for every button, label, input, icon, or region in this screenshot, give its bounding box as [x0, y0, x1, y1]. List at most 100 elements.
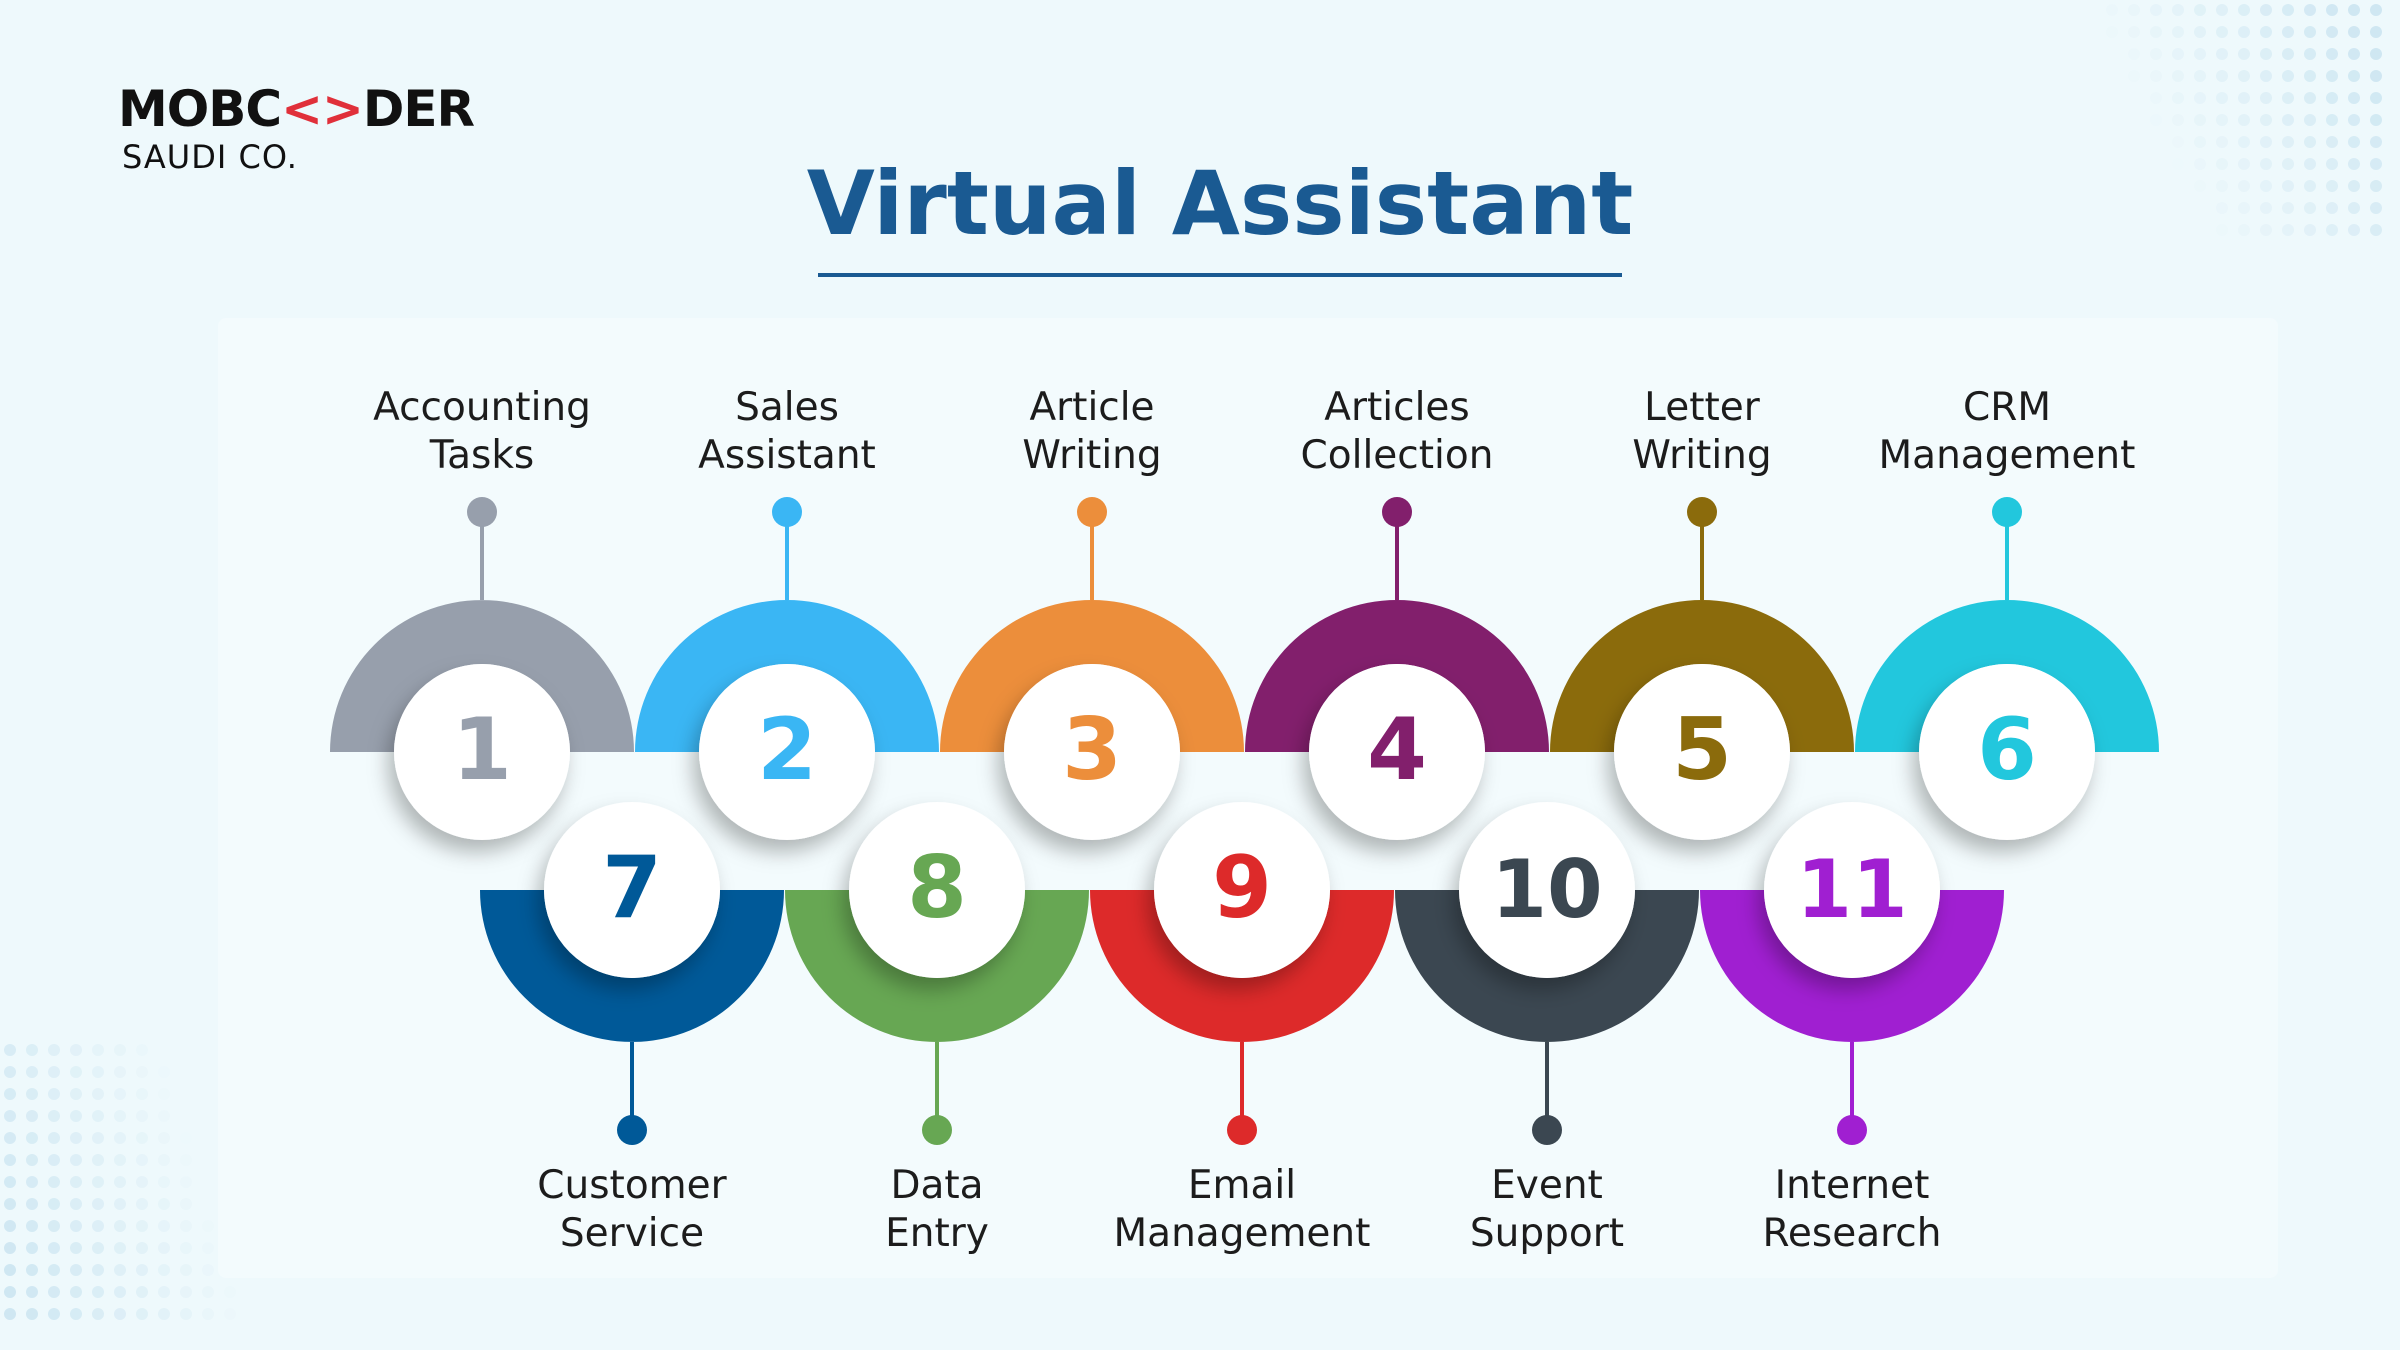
decor-dot: [180, 1286, 192, 1298]
decor-dot: [202, 1264, 214, 1276]
decor-dot: [2172, 26, 2184, 38]
step-3-number: 3: [1062, 700, 1122, 800]
step-2-label-line1: Sales: [735, 385, 839, 430]
step-1-number-circle: [394, 664, 570, 840]
decor-dot: [2216, 92, 2228, 104]
decor-dot: [4, 1088, 16, 1100]
decor-dot: [48, 1154, 60, 1166]
decor-dot: [2150, 4, 2162, 16]
decor-dot: [92, 1154, 104, 1166]
step-5-label-line2: Writing: [1632, 433, 1772, 478]
decor-dot: [2238, 48, 2250, 60]
decor-dot: [158, 1176, 170, 1188]
decor-dot: [4, 1220, 16, 1232]
step-6-label-line1: CRM: [1963, 385, 2051, 430]
decor-dot: [136, 1286, 148, 1298]
decor-dot: [48, 1242, 60, 1254]
decor-dot: [2304, 202, 2316, 214]
page-title: Virtual Assistant: [806, 152, 1634, 255]
decor-dot: [2216, 158, 2228, 170]
decor-dot: [2260, 70, 2272, 82]
decor-dot: [70, 1242, 82, 1254]
step-2-pin-dot: [772, 497, 802, 527]
step-2-label-line2: Assistant: [698, 433, 876, 478]
decor-dot: [48, 1264, 60, 1276]
step-11-pin-dot: [1837, 1115, 1867, 1145]
decor-dot: [2260, 114, 2272, 126]
decor-dot: [136, 1066, 148, 1078]
decor-dot: [2150, 92, 2162, 104]
decor-dot: [2194, 114, 2206, 126]
decor-dot: [2282, 4, 2294, 16]
decor-dot: [2326, 114, 2338, 126]
decor-dot: [2216, 26, 2228, 38]
decor-dot: [92, 1286, 104, 1298]
decor-dot: [2216, 114, 2228, 126]
brand-logo: MOBC<>DER: [118, 80, 475, 138]
decor-dot: [2304, 180, 2316, 192]
decor-dot: [180, 1308, 192, 1320]
decor-dot: [26, 1176, 38, 1188]
decor-dot: [202, 1286, 214, 1298]
decor-dot: [2238, 92, 2250, 104]
step-10-label-line1: Event: [1491, 1163, 1603, 1208]
step-1-arc: [330, 600, 634, 752]
step-6-pin-dot: [1992, 497, 2022, 527]
dot-pattern-top-right: [2106, 4, 2382, 236]
decor-dot: [136, 1220, 148, 1232]
decor-dot: [2194, 4, 2206, 16]
step-10-number-circle: [1459, 802, 1635, 978]
step-11-label-line1: Internet: [1774, 1163, 1930, 1208]
decor-dot: [92, 1176, 104, 1188]
decor-dot: [2260, 158, 2272, 170]
dot-pattern-bottom-left: [4, 1044, 236, 1320]
code-brackets-icon: <>: [281, 80, 364, 138]
step-11-number: 11: [1796, 843, 1907, 936]
step-2-number: 2: [757, 700, 817, 800]
step-10-arc: [1395, 890, 1699, 1042]
decor-dot: [114, 1154, 126, 1166]
step-9-label-line2: Management: [1113, 1211, 1371, 1256]
decor-dot: [2282, 92, 2294, 104]
decor-dot: [26, 1286, 38, 1298]
step-9-pin-dot: [1227, 1115, 1257, 1145]
decor-dot: [48, 1198, 60, 1210]
decor-dot: [2304, 114, 2316, 126]
decor-dot: [2216, 202, 2228, 214]
step-6-number: 6: [1977, 700, 2037, 800]
decor-dot: [2150, 70, 2162, 82]
decor-dot: [2304, 158, 2316, 170]
decor-dot: [114, 1264, 126, 1276]
decor-dot: [2370, 136, 2382, 148]
step-9-number: 9: [1212, 838, 1272, 938]
step-4-arc: [1245, 600, 1549, 752]
decor-dot: [92, 1264, 104, 1276]
decor-dot: [2260, 180, 2272, 192]
decor-dot: [92, 1110, 104, 1122]
decor-dot: [2370, 180, 2382, 192]
decor-dot: [224, 1308, 236, 1320]
decor-dot: [92, 1088, 104, 1100]
decor-dot: [48, 1110, 60, 1122]
decor-dot: [202, 1308, 214, 1320]
decor-dot: [2106, 26, 2118, 38]
decor-dot: [114, 1308, 126, 1320]
decor-dot: [2348, 158, 2360, 170]
decor-dot: [4, 1066, 16, 1078]
decor-dot: [2326, 70, 2338, 82]
decor-dot: [158, 1088, 170, 1100]
step-3-pin-dot: [1077, 497, 1107, 527]
decor-dot: [224, 1286, 236, 1298]
step-7-number: 7: [602, 838, 662, 938]
decor-dot: [48, 1066, 60, 1078]
decor-dot: [2238, 136, 2250, 148]
decor-dot: [2370, 92, 2382, 104]
decor-dot: [4, 1264, 16, 1276]
decor-dot: [2238, 114, 2250, 126]
decor-dot: [202, 1242, 214, 1254]
decor-dot: [2348, 136, 2360, 148]
step-7-label-line2: Service: [559, 1211, 705, 1256]
decor-dot: [92, 1220, 104, 1232]
decor-dot: [4, 1110, 16, 1122]
